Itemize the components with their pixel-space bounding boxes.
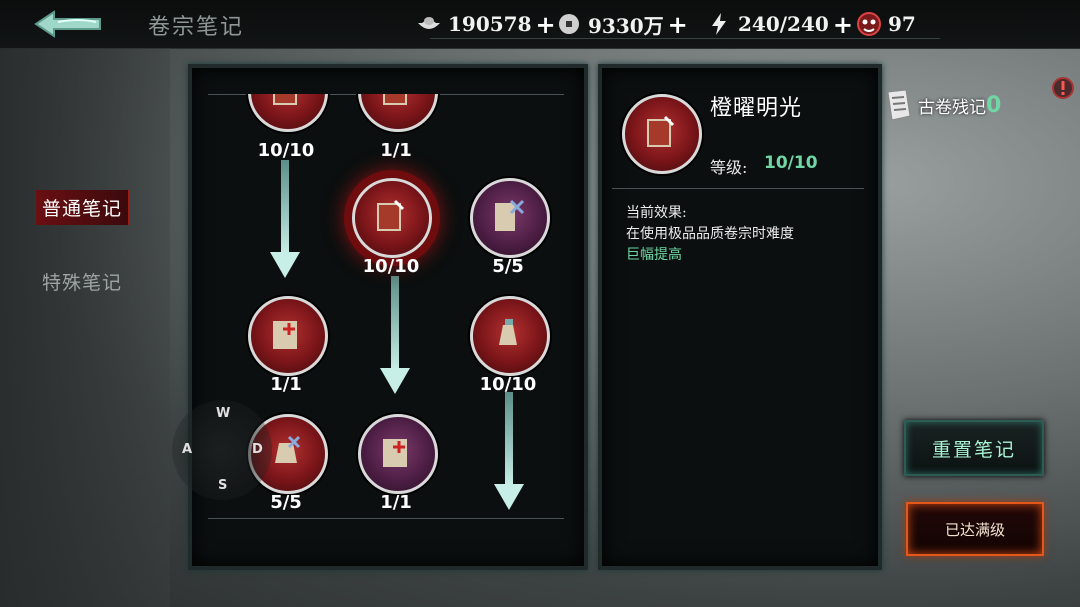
max-level-button: 已达满级 <box>906 502 1044 556</box>
skill-node-selected[interactable] <box>352 178 432 258</box>
effect-text: 在使用极品品质卷宗时难度 <box>626 226 794 242</box>
wasd-d: D <box>252 442 263 457</box>
skill-node[interactable] <box>358 414 438 494</box>
skill-node[interactable] <box>248 94 328 132</box>
add-coin-button[interactable]: + <box>667 9 688 39</box>
scroll-cross-icon <box>275 435 301 463</box>
scroll-book-icon <box>273 94 297 105</box>
reset-notes-button[interactable]: 重置笔记 <box>904 420 1044 476</box>
alert-icon[interactable] <box>1052 76 1074 100</box>
add-silver-button[interactable]: + <box>535 9 556 39</box>
skill-node-level: 1/1 <box>380 492 412 513</box>
add-energy-button[interactable]: + <box>832 9 853 39</box>
top-bar: 卷宗笔记 190578 + 9330万 + 240/240 + 97 <box>0 0 1080 49</box>
wasd-joystick[interactable]: W A S D <box>172 400 272 500</box>
skill-node[interactable] <box>248 296 328 376</box>
skill-node[interactable] <box>470 178 550 258</box>
skill-detail-panel: 橙曜明光 等级: 10/10 当前效果: 在使用极品品质卷宗时难度 巨幅提高 <box>598 64 882 570</box>
skill-node[interactable] <box>358 94 438 132</box>
skill-level-label: 等级: <box>710 158 748 177</box>
scroll-book-icon <box>377 199 405 231</box>
skill-node-level: 10/10 <box>257 140 315 161</box>
effect-highlight: 巨幅提高 <box>626 247 682 263</box>
scroll-book-icon <box>647 115 675 147</box>
wasd-a: A <box>182 442 193 457</box>
scroll-book-icon <box>383 94 407 105</box>
energy-amount: 240/240 <box>738 12 829 36</box>
tab-normal-notes[interactable]: 普通笔记 <box>36 190 131 225</box>
skill-level-value: 10/10 <box>764 153 818 173</box>
coin-icon <box>556 11 582 37</box>
ancient-scroll-count: 0 <box>986 92 1002 118</box>
skill-node-level: 1/1 <box>380 140 412 161</box>
wasd-w: W <box>216 406 231 421</box>
skill-node-level: 10/10 <box>362 256 420 277</box>
tab-special-notes[interactable]: 特殊笔记 <box>42 272 123 294</box>
ancient-scroll-label: 古卷残记 <box>918 97 986 118</box>
ancient-scroll-counter: 古卷残记 0 <box>884 88 1001 122</box>
silver-resource: 190578 + <box>416 9 556 39</box>
effect-title: 当前效果: <box>626 205 687 221</box>
lightning-icon <box>706 11 732 37</box>
selected-skill-icon <box>622 94 702 174</box>
scroll-plus-icon <box>273 321 297 349</box>
page-title: 卷宗笔记 <box>148 15 245 40</box>
skill-node-level: 10/10 <box>479 374 537 395</box>
skill-node-level: 1/1 <box>270 374 302 395</box>
lantern-icon <box>499 319 517 345</box>
silver-ingot-icon <box>416 11 442 37</box>
skill-node[interactable] <box>470 296 550 376</box>
scroll-plus-icon <box>383 439 407 467</box>
resource-divider <box>430 38 940 39</box>
tree-scroll-area[interactable]: 10/10 1/1 10/10 5/5 1/1 10/10 <box>192 94 584 518</box>
wasd-s: S <box>218 478 228 493</box>
coin-resource: 9330万 + <box>556 9 688 39</box>
skill-name: 橙曜明光 <box>710 96 803 121</box>
left-tab-column: 普通笔记 特殊笔记 <box>0 48 170 607</box>
detail-divider <box>612 188 864 189</box>
skill-node-level: 5/5 <box>492 256 524 277</box>
scroll-cross-icon <box>495 199 525 231</box>
coin-amount: 9330万 <box>588 13 664 38</box>
tree-arrow <box>380 276 410 396</box>
energy-resource: 240/240 + <box>706 9 853 39</box>
demon-mask-icon <box>856 11 882 37</box>
token-resource: 97 <box>856 10 916 38</box>
tree-arrow <box>270 160 300 280</box>
skill-node-level: 5/5 <box>270 492 302 513</box>
token-amount: 97 <box>888 12 916 36</box>
tree-bottom-divider <box>208 518 564 519</box>
silver-amount: 190578 <box>448 12 532 36</box>
skill-tree-panel[interactable]: 10/10 1/1 10/10 5/5 1/1 10/10 <box>188 64 588 570</box>
back-button[interactable] <box>32 8 104 40</box>
tree-arrow <box>494 392 524 512</box>
ancient-scroll-icon <box>887 89 911 121</box>
back-arrow-icon <box>34 10 101 38</box>
